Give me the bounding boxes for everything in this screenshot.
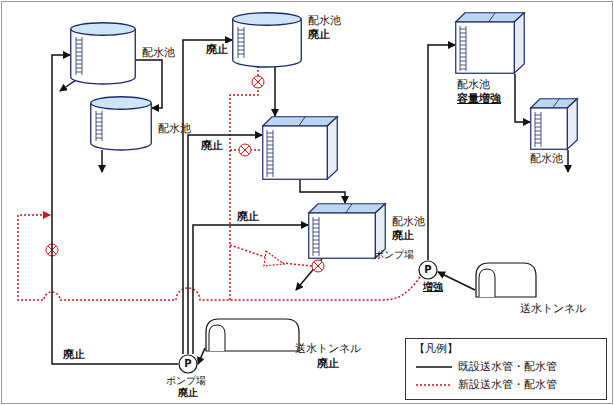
pipe-connector	[515, 74, 530, 122]
reservoir-cylinder: 配水池廃止	[232, 12, 302, 67]
new-pipe-arrow	[264, 251, 284, 266]
node-label: 容量増強	[457, 92, 501, 105]
status-label: 廃止	[236, 210, 260, 223]
pipe-connector	[274, 67, 276, 116]
node-label: 廃止	[317, 357, 339, 370]
ladder	[313, 217, 319, 256]
node-label: 配水池	[158, 122, 191, 135]
tunnel-shape	[475, 262, 537, 298]
pipe-connector	[52, 55, 178, 364]
reservoir-box	[262, 116, 338, 180]
reservoir-box: 配水池	[530, 98, 578, 150]
status-label: 廃止	[200, 139, 224, 152]
outflow-arrows	[60, 80, 568, 290]
legend-text: 既設送水管・配水管	[458, 360, 557, 373]
reservoir-box: 配水池容量増強	[455, 12, 525, 74]
box-tank-shape	[455, 12, 525, 74]
legend-heading: 【凡例】	[414, 342, 458, 355]
pump-letter: P	[178, 354, 198, 374]
ladder	[535, 112, 541, 147]
node-label: 配水池	[392, 215, 425, 228]
reservoir-cylinder: 配水池	[90, 96, 152, 150]
ladder	[96, 111, 102, 141]
pipe-connector	[300, 180, 345, 203]
pipe-connector	[183, 40, 232, 354]
status-label: 廃止	[205, 43, 229, 56]
node-label: ポンプ場	[166, 375, 206, 387]
node-label: 配水池	[142, 46, 175, 59]
node-label: 配水池	[308, 14, 341, 27]
node-label: 廃止	[308, 28, 330, 41]
ladder	[267, 130, 273, 177]
legend-text: 新設送水管・配水管	[458, 378, 557, 391]
ladder	[460, 26, 466, 71]
existing-pipe-sample	[416, 366, 452, 368]
node-label: 送水トンネル	[295, 342, 361, 355]
node-label: 配水池	[457, 78, 490, 91]
status-label: 廃止	[62, 348, 86, 361]
cylinder-tank-shape	[70, 22, 136, 84]
legend-box: 【凡例】既設送水管・配水管新設送水管・配水管	[405, 338, 607, 400]
node-label: 増強	[423, 281, 443, 293]
water-tunnel: 送水トンネル	[475, 262, 537, 298]
pump-station: Pポンプ場増強	[418, 260, 438, 280]
node-label: 配水池	[530, 152, 563, 165]
pipe-connector	[438, 272, 475, 290]
tunnel-shape	[205, 318, 300, 352]
ladder	[238, 27, 244, 58]
node-label: ポンプ場	[374, 249, 414, 261]
pipe-connector	[428, 45, 455, 260]
node-label: 廃止	[178, 387, 198, 399]
node-label: 送水トンネル	[520, 302, 586, 315]
box-tank-shape	[530, 98, 578, 150]
reservoir-cylinder: 配水池	[70, 22, 136, 84]
pump-station: Pポンプ場廃止	[178, 354, 198, 374]
pump-letter: P	[418, 260, 438, 280]
node-label: 廃止	[392, 229, 414, 242]
new-pipe-sample	[416, 384, 452, 386]
cylinder-tank-shape	[232, 12, 302, 67]
ladder	[76, 37, 82, 75]
water-tunnel: 送水トンネル廃止	[205, 318, 300, 352]
pipe-connector	[198, 348, 205, 364]
new-pipes	[18, 67, 420, 300]
box-tank-shape	[262, 116, 338, 180]
cylinder-tank-shape	[90, 96, 152, 150]
pipe-connector	[193, 225, 308, 354]
